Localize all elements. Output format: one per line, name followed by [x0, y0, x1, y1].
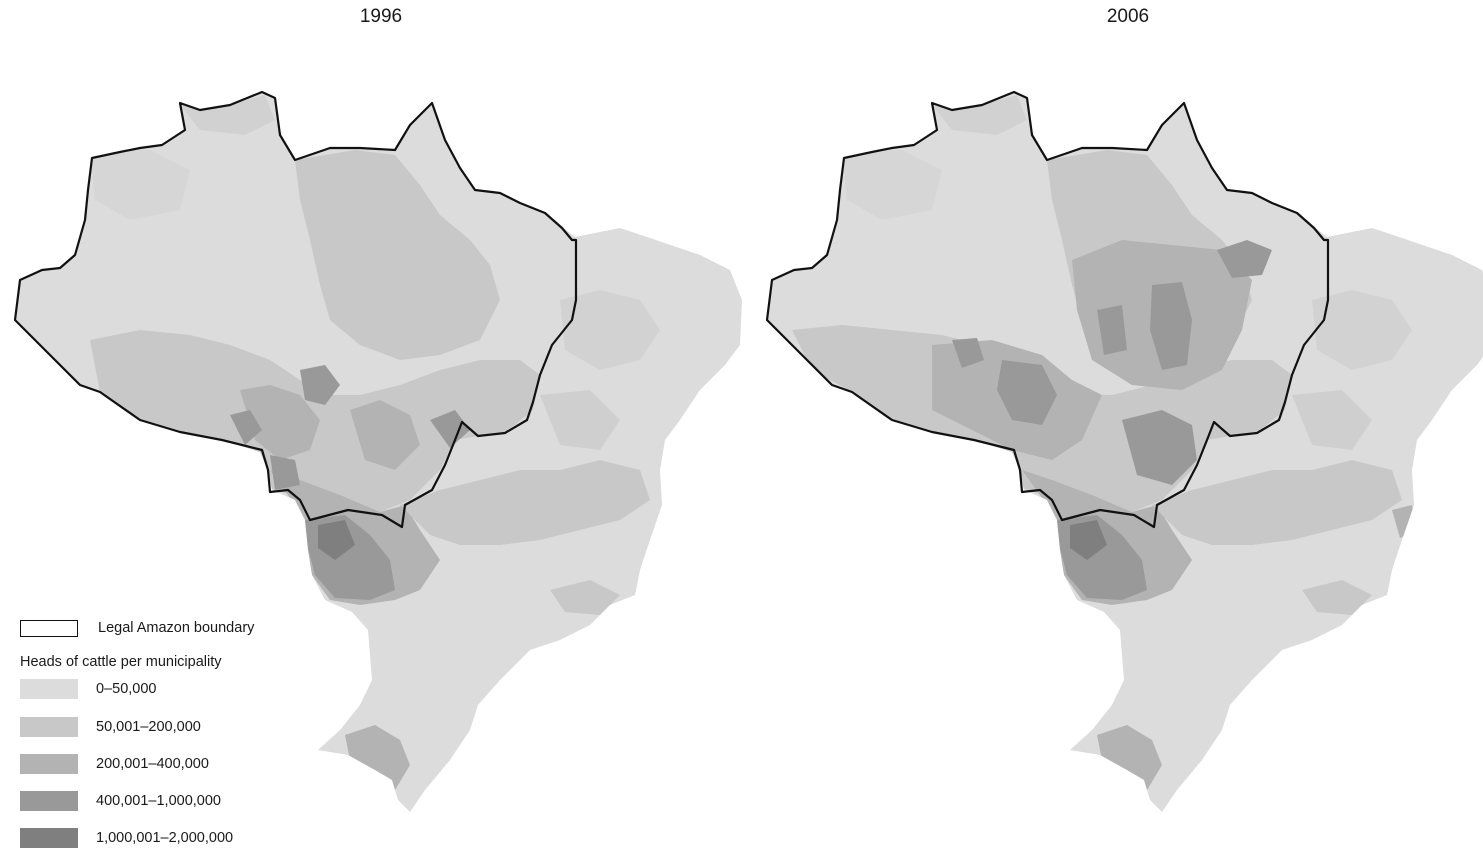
- legend-class-label: 0–50,000: [96, 681, 157, 697]
- legend-class-label: 50,001–200,000: [96, 719, 201, 735]
- legend-swatch: [20, 791, 78, 811]
- legend-heading: Heads of cattle per municipality: [20, 654, 222, 670]
- legend-boundary-row: Legal Amazon boundary: [20, 617, 254, 639]
- legend-class-label: 200,001–400,000: [96, 756, 209, 772]
- boundary-swatch: [20, 619, 78, 637]
- legend-class-row: 0–50,000: [20, 678, 156, 700]
- legend-swatch: [20, 754, 78, 774]
- map-1996: [13, 90, 742, 812]
- legend-swatch: [20, 828, 78, 848]
- legend-class-label: 1,000,001–2,000,000: [96, 830, 234, 846]
- map-2006: [765, 90, 1483, 812]
- boundary-label: Legal Amazon boundary: [98, 620, 255, 636]
- legend-class-row: 400,001–1,000,000: [20, 790, 221, 812]
- legend-swatch: [20, 717, 78, 737]
- legend-class-label: 400,001–1,000,000: [96, 793, 221, 809]
- legend-swatch: [20, 679, 78, 699]
- cattle-density-areas-2006: [792, 95, 1417, 790]
- legend-class-row: 200,001–400,000: [20, 753, 209, 775]
- legend-class-row: 50,001–200,000: [20, 716, 201, 738]
- map-title-1996: 1996: [359, 6, 403, 27]
- legend-class-row: 1,000,001–2,000,000: [20, 827, 233, 849]
- map-title-2006: 2006: [1106, 6, 1150, 27]
- cattle-density-areas-1996: [90, 95, 660, 790]
